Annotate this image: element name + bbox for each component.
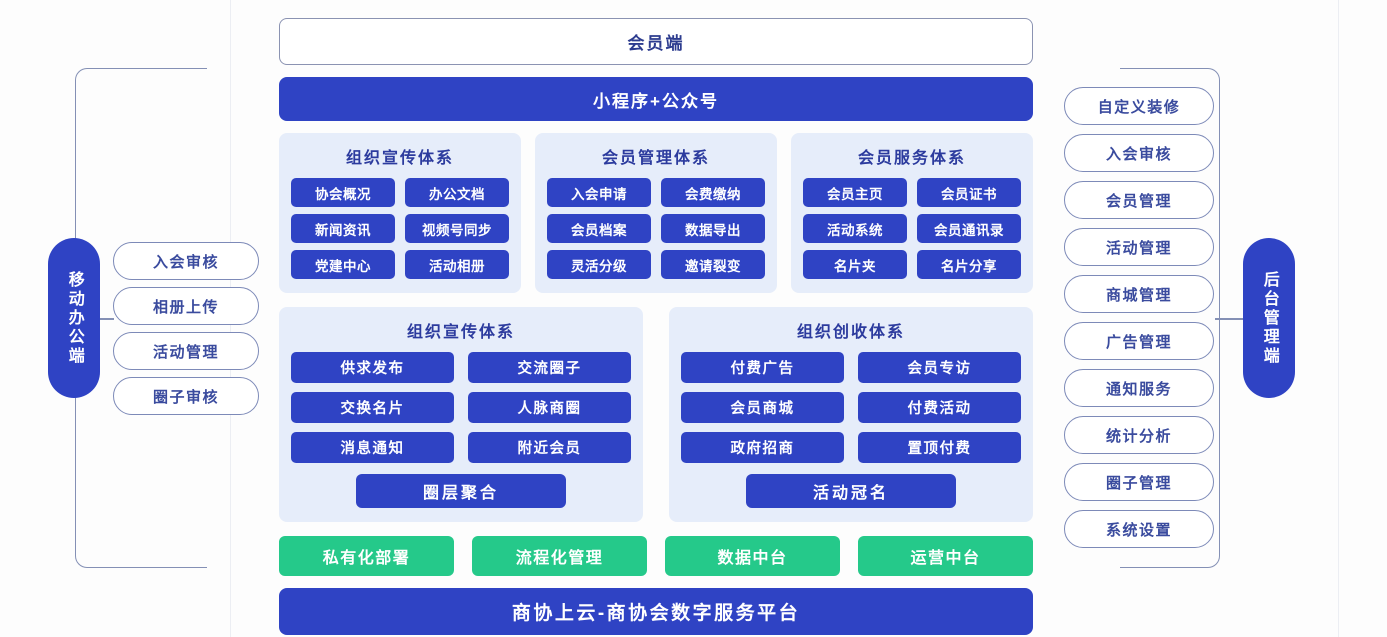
sidebar-item-admin-6[interactable]: 通知服务 [1064, 369, 1214, 407]
chip-item[interactable]: 会员通讯录 [917, 214, 1021, 243]
vertical-guide-line-right [1338, 0, 1339, 637]
capability-chip[interactable]: 流程化管理 [472, 536, 647, 576]
capability-row: 私有化部署 流程化管理 数据中台 运营中台 [279, 536, 1033, 576]
panel-footer-chip[interactable]: 活动冠名 [745, 474, 957, 508]
chip-item[interactable]: 视频号同步 [405, 214, 509, 243]
panel-grid: 供求发布 交流圈子 交换名片 人脉商圈 消息通知 附近会员 [291, 352, 631, 463]
sidebar-item-admin-8[interactable]: 圈子管理 [1064, 463, 1214, 501]
chip-item[interactable]: 名片分享 [917, 250, 1021, 279]
admin-backend-list: 自定义装修 入会审核 会员管理 活动管理 商城管理 广告管理 通知服务 统计分析… [1064, 87, 1214, 548]
chip-item[interactable]: 协会概况 [291, 178, 395, 207]
capability-chip[interactable]: 私有化部署 [279, 536, 454, 576]
chip-item[interactable]: 会员专访 [858, 352, 1021, 383]
chip-item[interactable]: 人脉商圈 [468, 392, 631, 423]
sidebar-item-admin-2[interactable]: 会员管理 [1064, 181, 1214, 219]
platform-bar: 商协上云-商协会数字服务平台 [279, 588, 1033, 635]
center-column: 会员端 小程序+公众号 组织宣传体系 协会概况 办公文档 新闻资讯 视频号同步 … [279, 18, 1033, 635]
panel-org-promotion-2: 组织宣传体系 供求发布 交流圈子 交换名片 人脉商圈 消息通知 附近会员 圈层聚… [279, 307, 643, 522]
panel-grid: 协会概况 办公文档 新闻资讯 视频号同步 党建中心 活动相册 [291, 178, 509, 279]
chip-item[interactable]: 会员档案 [547, 214, 651, 243]
sidebar-item-mobile-2[interactable]: 活动管理 [113, 332, 259, 370]
panel-footer-chip[interactable]: 圈层聚合 [355, 474, 567, 508]
panel-row-bottom: 组织宣传体系 供求发布 交流圈子 交换名片 人脉商圈 消息通知 附近会员 圈层聚… [279, 307, 1033, 522]
left-connector [100, 318, 114, 320]
panel-title: 组织宣传体系 [345, 150, 454, 167]
chip-item[interactable]: 入会申请 [547, 178, 651, 207]
chip-item[interactable]: 付费活动 [858, 392, 1021, 423]
panel-member-management: 会员管理体系 入会申请 会费缴纳 会员档案 数据导出 灵活分级 邀请裂变 [535, 133, 777, 293]
chip-item[interactable]: 新闻资讯 [291, 214, 395, 243]
chip-item[interactable]: 会员证书 [917, 178, 1021, 207]
sidebar-item-mobile-3[interactable]: 圈子审核 [113, 377, 259, 415]
panel-grid: 入会申请 会费缴纳 会员档案 数据导出 灵活分级 邀请裂变 [547, 178, 765, 279]
chip-item[interactable]: 消息通知 [291, 432, 454, 463]
chip-item[interactable]: 活动相册 [405, 250, 509, 279]
right-connector [1215, 318, 1245, 320]
sidebar-item-admin-0[interactable]: 自定义装修 [1064, 87, 1214, 125]
sidebar-item-admin-4[interactable]: 商城管理 [1064, 275, 1214, 313]
chip-item[interactable]: 会费缴纳 [661, 178, 765, 207]
panel-row-top: 组织宣传体系 协会概况 办公文档 新闻资讯 视频号同步 党建中心 活动相册 会员… [279, 133, 1033, 293]
member-client-bar[interactable]: 会员端 [279, 18, 1033, 65]
sidebar-item-admin-7[interactable]: 统计分析 [1064, 416, 1214, 454]
capability-chip[interactable]: 运营中台 [858, 536, 1033, 576]
sidebar-item-admin-5[interactable]: 广告管理 [1064, 322, 1214, 360]
sidebar-item-mobile-0[interactable]: 入会审核 [113, 242, 259, 280]
panel-member-service: 会员服务体系 会员主页 会员证书 活动系统 会员通讯录 名片夹 名片分享 [791, 133, 1033, 293]
chip-item[interactable]: 邀请裂变 [661, 250, 765, 279]
chip-item[interactable]: 办公文档 [405, 178, 509, 207]
panel-title: 组织宣传体系 [406, 324, 515, 341]
chip-item[interactable]: 交换名片 [291, 392, 454, 423]
mobile-office-pill[interactable]: 移动办公端 [48, 238, 100, 398]
panel-title: 组织创收体系 [796, 324, 905, 341]
panel-grid: 付费广告 会员专访 会员商城 付费活动 政府招商 置顶付费 [681, 352, 1021, 463]
chip-item[interactable]: 付费广告 [681, 352, 844, 383]
chip-item[interactable]: 数据导出 [661, 214, 765, 243]
panel-org-promotion: 组织宣传体系 协会概况 办公文档 新闻资讯 视频号同步 党建中心 活动相册 [279, 133, 521, 293]
chip-item[interactable]: 政府招商 [681, 432, 844, 463]
chip-item[interactable]: 供求发布 [291, 352, 454, 383]
panel-org-revenue: 组织创收体系 付费广告 会员专访 会员商城 付费活动 政府招商 置顶付费 活动冠… [669, 307, 1033, 522]
capability-chip[interactable]: 数据中台 [665, 536, 840, 576]
sidebar-item-admin-9[interactable]: 系统设置 [1064, 510, 1214, 548]
panel-title: 会员服务体系 [857, 150, 966, 167]
sidebar-item-admin-1[interactable]: 入会审核 [1064, 134, 1214, 172]
chip-item[interactable]: 附近会员 [468, 432, 631, 463]
mobile-office-list: 入会审核 相册上传 活动管理 圈子审核 [113, 242, 259, 415]
chip-item[interactable]: 活动系统 [803, 214, 907, 243]
panel-title: 会员管理体系 [601, 150, 710, 167]
chip-item[interactable]: 会员商城 [681, 392, 844, 423]
chip-item[interactable]: 党建中心 [291, 250, 395, 279]
sidebar-item-admin-3[interactable]: 活动管理 [1064, 228, 1214, 266]
chip-item[interactable]: 交流圈子 [468, 352, 631, 383]
miniprogram-bar[interactable]: 小程序+公众号 [279, 77, 1033, 121]
chip-item[interactable]: 置顶付费 [858, 432, 1021, 463]
panel-grid: 会员主页 会员证书 活动系统 会员通讯录 名片夹 名片分享 [803, 178, 1021, 279]
chip-item[interactable]: 灵活分级 [547, 250, 651, 279]
chip-item[interactable]: 会员主页 [803, 178, 907, 207]
chip-item[interactable]: 名片夹 [803, 250, 907, 279]
admin-backend-pill[interactable]: 后台管理端 [1243, 238, 1295, 398]
sidebar-item-mobile-1[interactable]: 相册上传 [113, 287, 259, 325]
